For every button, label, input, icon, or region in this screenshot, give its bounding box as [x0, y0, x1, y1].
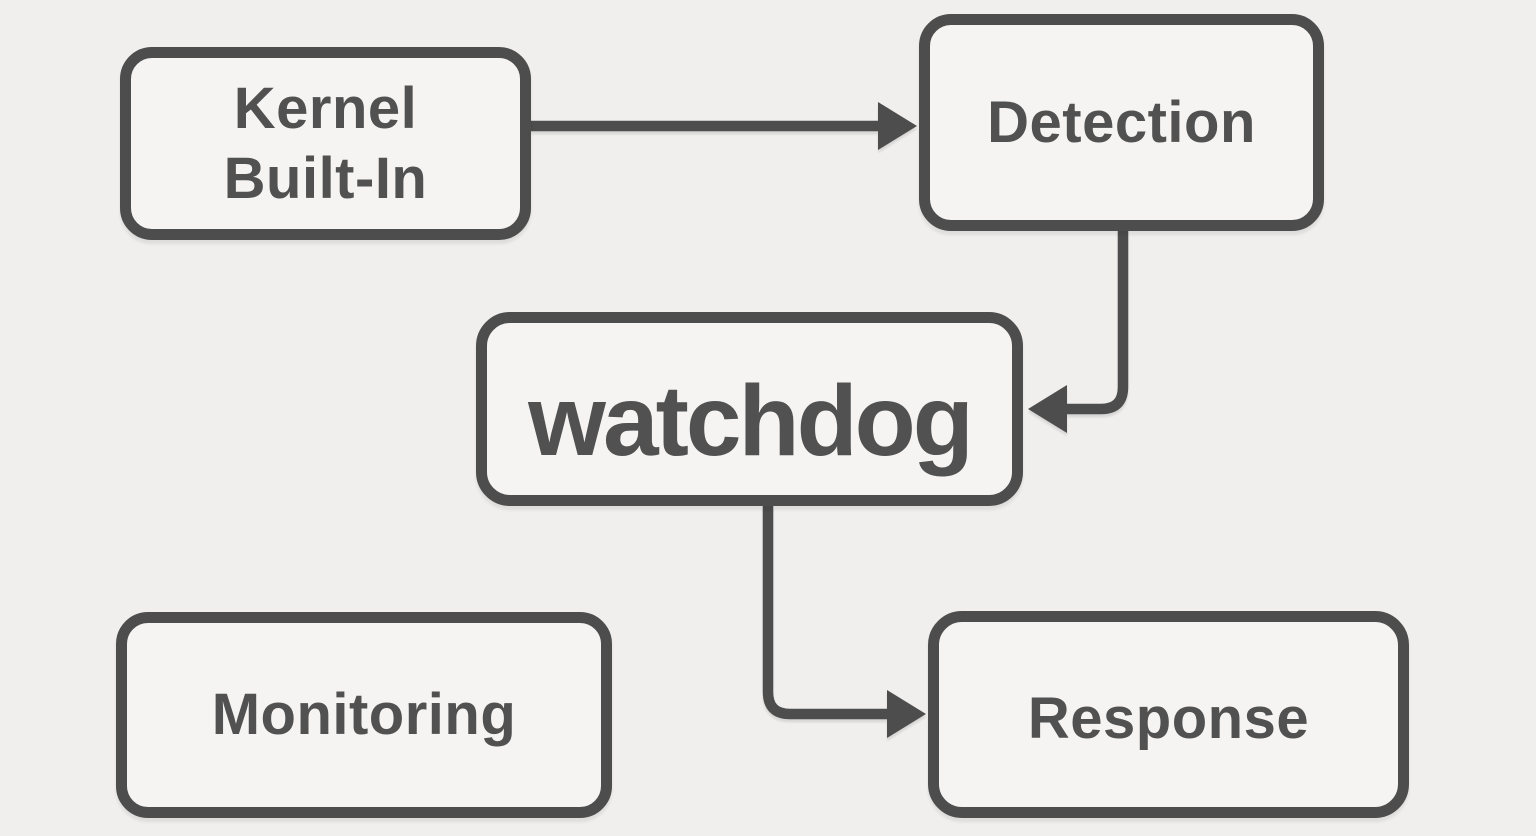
node-label: watchdog	[528, 365, 974, 477]
edge-watchdog-to-response	[762, 505, 926, 738]
edge-kernel-to-detection	[531, 102, 917, 150]
arrowhead-right-icon	[887, 690, 926, 738]
node-response: Response	[928, 611, 1409, 818]
node-monitoring: Monitoring	[116, 612, 612, 818]
node-detection: Detection	[919, 14, 1324, 231]
node-watchdog: watchdog	[476, 312, 1023, 506]
node-label: Kernel Built-In	[223, 75, 428, 211]
node-kernel-built-in: Kernel Built-In	[120, 47, 531, 240]
edge-detection-to-watchdog	[1028, 230, 1129, 433]
arrowhead-left-icon	[1028, 385, 1067, 433]
arrowhead-right-icon	[878, 102, 917, 150]
node-label: Detection	[987, 89, 1256, 155]
node-label: Monitoring	[211, 682, 517, 748]
node-label: Response	[1027, 685, 1310, 751]
